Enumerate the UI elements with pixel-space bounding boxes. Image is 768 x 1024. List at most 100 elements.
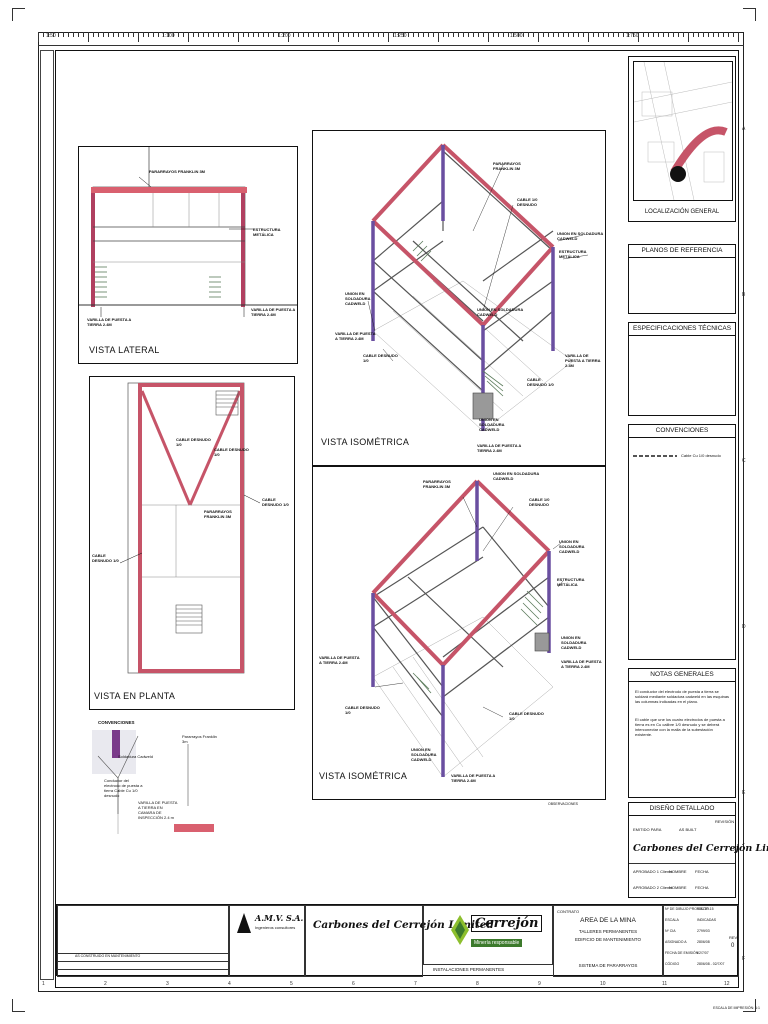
note-2: El cable que une los cuatro electrodos d…	[635, 717, 725, 737]
ruler-tick	[273, 32, 274, 37]
ruler-tick	[643, 32, 644, 37]
ruler-tick	[98, 32, 99, 37]
conventions-line-sample	[633, 455, 677, 457]
ruler-tick	[183, 32, 184, 37]
ruler-tick	[43, 32, 44, 37]
description-line1: TALLERES PERMANENTES	[578, 929, 638, 934]
ruler-tick	[383, 32, 384, 37]
grid-row-letter: B	[742, 292, 746, 298]
revision-row: AS CONSTRUIDO EN MANTENIMIENTO	[75, 954, 141, 958]
fields-cell	[663, 905, 739, 977]
plan-label: CABLE DESNUDO 1/0	[262, 497, 289, 507]
ruler-tick	[503, 32, 504, 37]
ruler-scale-label: 1:500	[510, 33, 523, 39]
ruler-tick	[268, 32, 269, 37]
iso1-label: UNION EN SOLDADURA CADWELD	[479, 417, 505, 432]
ruler-tick	[103, 32, 104, 37]
ruler-tick	[118, 32, 119, 37]
ruler-tick	[58, 32, 59, 37]
title-field-value: EM-GP-15	[697, 907, 714, 911]
ruler-tick	[93, 32, 94, 37]
title-field-label: Nº DE DIBUJO PROYECTO	[665, 907, 709, 911]
ruler-tick	[628, 32, 629, 37]
isometric-view-1-panel: PARARRAYOS FRANKLIN 3m CABLE 1/0 DESNUDO…	[312, 130, 606, 466]
grid-column-number: 7	[414, 981, 417, 987]
ruler-tick	[163, 32, 164, 37]
consultant-name: A.M.V. S.A.	[255, 913, 304, 923]
cerrejon-logo-icon	[451, 915, 469, 945]
title-field-value: INDICADAS	[697, 918, 717, 922]
sig-label: FECHA	[695, 869, 709, 874]
ruler-tick	[288, 32, 289, 42]
ruler-tick	[233, 32, 234, 37]
conventions-detail-label: VARILLA DE PUESTA A TIERRA EN CAMARA DE …	[138, 800, 178, 820]
title-field-value: 2806/08	[697, 940, 710, 944]
conventions-item: Cable Cu 1/0 desnudo	[681, 453, 721, 458]
plan-view-drawing	[119, 382, 261, 674]
project-name: INSTALACIONES PERMANENTES	[433, 967, 505, 972]
observaciones-label: OBSERVACIONES	[548, 802, 579, 806]
ruler-tick	[598, 32, 599, 37]
cerrejon-slogan: Minería responsable	[471, 939, 523, 947]
ruler-tick	[263, 32, 264, 37]
logo-cell	[423, 905, 553, 965]
ruler-tick	[63, 32, 64, 37]
ruler-tick	[618, 32, 619, 37]
iso1-label: PARARRAYOS FRANKLIN 3m	[493, 161, 521, 171]
lateral-label: ESTRUCTURA METÁLICA	[253, 227, 281, 237]
conventions-detail-label: Soldadura Cadweld	[118, 754, 153, 759]
ruler-tick	[128, 32, 129, 37]
ruler-tick	[693, 32, 694, 37]
ruler-tick	[293, 32, 294, 37]
ruler-tick	[578, 32, 579, 37]
isometric-view-1-drawing	[367, 143, 589, 432]
ruler-tick	[133, 32, 134, 37]
revision-line	[57, 969, 229, 970]
ruler-tick	[168, 32, 169, 37]
reference-box: PLANOS DE REFERENCIA	[628, 244, 736, 314]
ruler-tick	[613, 32, 614, 37]
sig-label: FECHA	[695, 885, 709, 890]
ruler-tick	[88, 32, 89, 42]
crop-mark-top-right	[743, 8, 756, 21]
ruler-tick	[278, 32, 279, 37]
ruler-tick	[493, 32, 494, 37]
rev-label: REV.	[729, 935, 738, 940]
plan-label: PARARRAYOS FRANKLIN 3m	[204, 509, 232, 519]
iso1-label: CABLE DESNUDO 1/0	[527, 377, 554, 387]
reference-title: PLANOS DE REFERENCIA	[629, 245, 735, 258]
description-line2: EDIFICIO DE MANTENIMIENTO	[575, 937, 641, 942]
ruler-tick	[413, 32, 414, 37]
sig-label: APROBADO 2 Cliente	[633, 885, 673, 890]
title-block: AS CONSTRUIDO EN MANTENIMIENTO A.M.V. S.…	[56, 904, 739, 977]
ruler-tick	[48, 32, 49, 37]
ruler-tick	[708, 32, 709, 37]
lateral-view-panel: PARARRAYOS FRANKLIN 3m ESTRUCTURA METÁLI…	[78, 146, 298, 364]
plan-label: CABLE DESNUDO 1/0	[214, 447, 249, 457]
plan-label: CABLE DESNUDO 1/0	[176, 437, 211, 447]
iso1-label: CABLE DESNUDO 1/0	[363, 353, 398, 363]
ruler-tick	[403, 32, 404, 37]
title-field-label: Nº CIA	[665, 929, 676, 933]
ruler-tick	[713, 32, 714, 37]
iso2-label: PARARRAYOS FRANKLIN 3m	[423, 479, 451, 489]
ruler-tick	[38, 32, 39, 42]
lateral-label: PARARRAYOS FRANKLIN 3m	[149, 169, 206, 174]
company-name: Carbones del Cerrejón Limited	[313, 919, 494, 931]
ruler-tick	[193, 32, 194, 37]
grid-column-number: 4	[228, 981, 231, 987]
ruler-tick	[208, 32, 209, 37]
ruler-tick	[248, 32, 249, 37]
ruler-tick	[393, 32, 394, 37]
ruler-tick	[513, 32, 514, 37]
design-title: DISEÑO DETALLADO	[629, 803, 735, 816]
ruler-tick	[633, 32, 634, 37]
ruler-tick	[78, 32, 79, 37]
plan-view-panel: CABLE DESNUDO 1/0 CABLE DESNUDO 1/0 PARA…	[89, 376, 295, 710]
ruler-tick	[243, 32, 244, 37]
ruler-tick	[53, 32, 54, 37]
ruler-tick	[468, 32, 469, 37]
iso1-label: VARILLA DE PUESTA A TIERRA 2.4m	[335, 331, 376, 341]
ruler-tick	[83, 32, 84, 37]
